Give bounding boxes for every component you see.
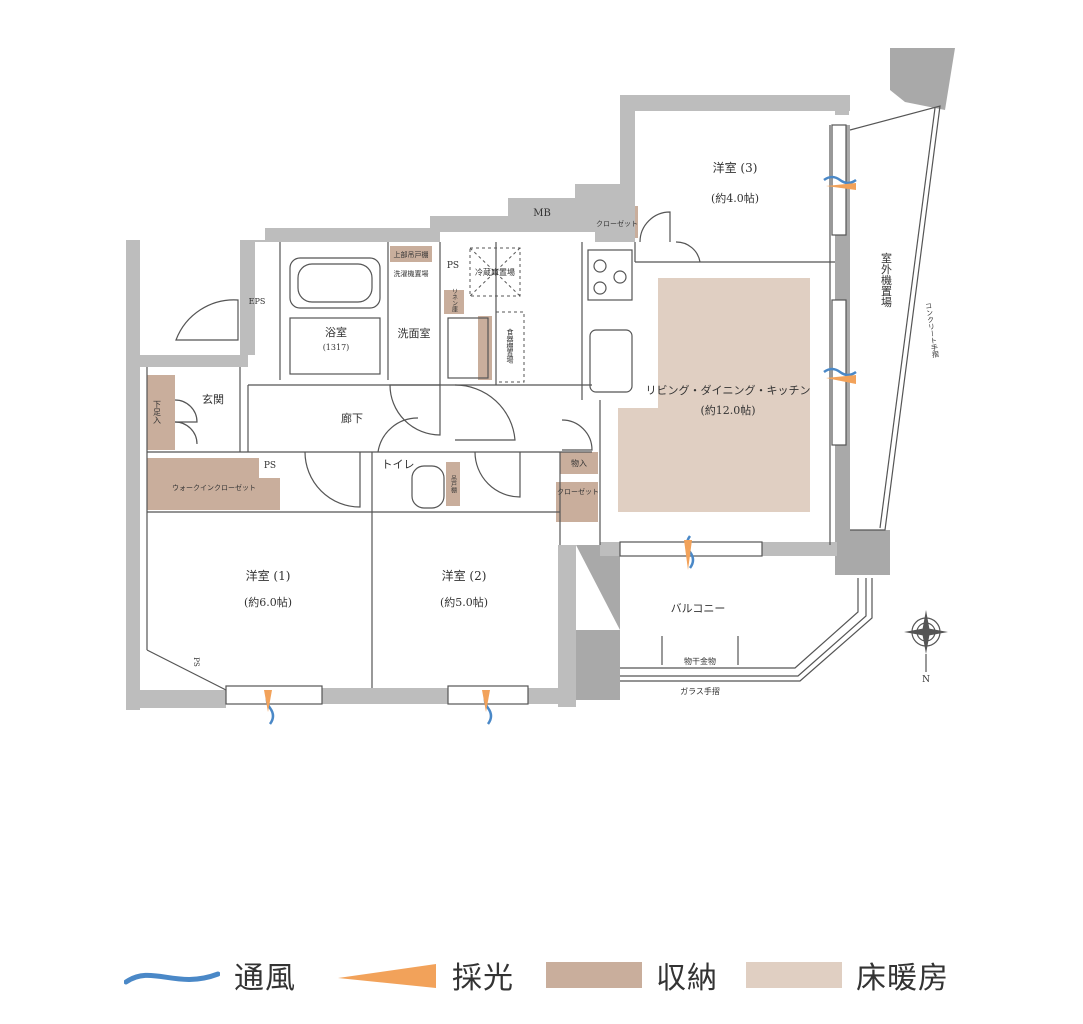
storage-cupboard-edge: [478, 316, 492, 380]
storage-toilet-shelf: [446, 462, 460, 506]
label-closet-2: クローゼット: [557, 487, 599, 496]
room-label-western1: 洋室 (1): [246, 568, 291, 583]
label-ps-3: PS: [192, 657, 200, 667]
doors: [174, 211, 701, 508]
label-mb: MB: [533, 208, 551, 219]
room-label-balcony: バルコニー: [671, 602, 726, 615]
label-compass-n: N: [922, 675, 930, 685]
room-label-western3: 洋室 (3): [713, 160, 758, 175]
kitchen-stove: [587, 249, 633, 301]
storage-linen: [444, 290, 464, 314]
storage-walkin: [147, 458, 259, 510]
storage-closet-2: [556, 482, 598, 522]
burner: [593, 281, 607, 295]
label-concrete-rail: コンクリート手摺: [924, 302, 940, 360]
storage-upper-shelf: [390, 246, 432, 262]
label-fridge: 冷蔵庫置場: [475, 267, 515, 277]
toilet-bowl: [411, 465, 445, 509]
legend-label-daylight: 採光: [452, 961, 514, 996]
storage-swatch-icon: [546, 962, 642, 988]
label-upper-shelf: 上部吊戸棚: [394, 250, 429, 259]
floor-heating-area: [618, 278, 810, 512]
balcony-outline: [620, 578, 859, 669]
compass-icon: [904, 610, 948, 672]
bathtub-inner: [297, 263, 373, 303]
room-label-toilet: トイレ: [382, 458, 415, 471]
cupboard-space: [495, 311, 525, 383]
label-toilet-shelf: 吊戸棚: [450, 475, 457, 494]
room-size-ldk: (約12.0帖): [700, 403, 755, 417]
storage-small: [560, 452, 598, 474]
kitchen-sink: [589, 329, 633, 393]
storage-shoe: [147, 375, 175, 450]
floor-heating-swatch-icon: [746, 962, 842, 988]
legend-label-storage: 収納: [656, 961, 718, 996]
daylight-markers: [264, 183, 856, 712]
glass-rail-2: [620, 578, 873, 682]
label-eps: EPS: [249, 297, 266, 306]
vanity: [447, 317, 489, 379]
room-size-western2: (約5.0帖): [440, 595, 488, 609]
glass-rail: [620, 578, 867, 677]
label-linen: リネン庫: [451, 288, 458, 313]
room-size-bath: (1317): [323, 343, 350, 352]
room-size-western1: (約6.0帖): [244, 595, 292, 609]
room-label-bath: 浴室: [325, 325, 347, 339]
room-label-ldk: リビング・ダイニング・キッチン: [646, 383, 811, 397]
concrete-rail-inner: [879, 107, 936, 529]
label-shoe-box: 下足入: [153, 400, 162, 424]
legend-label-floor-heating: 床暖房: [856, 961, 949, 996]
room-label-outdoor-unit: 室外機置場: [880, 251, 893, 308]
fridge-space: [469, 247, 521, 297]
room-size-western3: (約4.0帖): [711, 191, 759, 205]
storage-walkin-b: [258, 478, 280, 510]
legend-item-ventilation: 通風: [124, 953, 296, 997]
label-storage-small: 物入: [571, 458, 587, 468]
label-laundry-pole: 物干金物: [684, 656, 716, 666]
label-ps-2: PS: [264, 461, 276, 471]
daylight-wedge-icon: [338, 964, 436, 988]
label-closet-3: クローゼット: [596, 219, 638, 228]
legend-label-ventilation: 通風: [234, 961, 296, 996]
label-cupboard: 食器棚置場: [506, 328, 514, 365]
room-label-washroom: 洗面室: [398, 326, 431, 340]
ventilation-wave-icon: [124, 971, 220, 985]
label-walkin: ウォークインクローゼット: [172, 483, 256, 492]
bathtub: [289, 257, 381, 309]
burner: [613, 270, 627, 284]
burner: [593, 259, 607, 273]
label-washer: 洗濯機置場: [394, 269, 429, 278]
legend-item-daylight: 採光: [338, 953, 514, 997]
legend: 通風 採光 収納 床暖房: [0, 945, 1083, 1005]
legend-item-storage: 収納: [546, 953, 718, 997]
concrete-rail: [849, 105, 941, 531]
legend-item-floor-heating: 床暖房: [746, 953, 949, 997]
room-label-western2: 洋室 (2): [442, 568, 487, 583]
label-ps-1: PS: [447, 261, 459, 271]
bath-floor: [289, 317, 381, 375]
walls: [126, 48, 955, 710]
room-label-corridor: 廊下: [341, 411, 363, 425]
room-label-entrance: 玄関: [202, 392, 224, 406]
label-glass-rail: ガラス手摺: [680, 686, 720, 696]
